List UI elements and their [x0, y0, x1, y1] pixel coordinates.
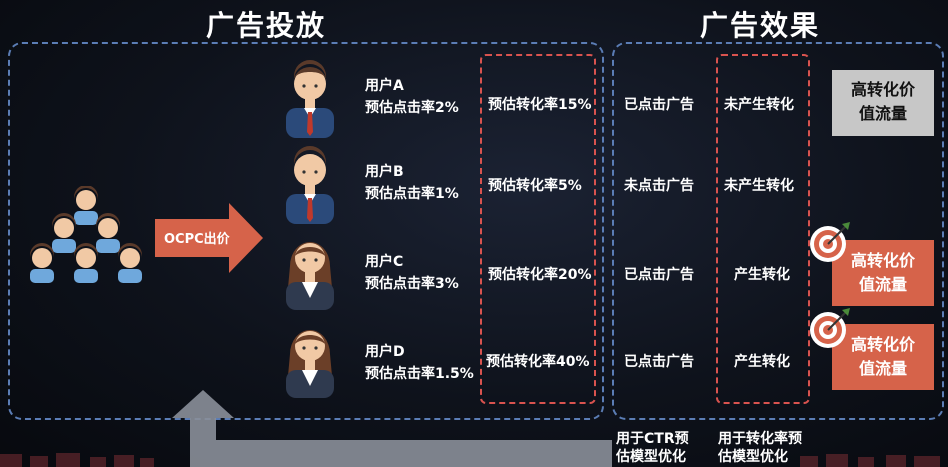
user-a-cvr: 预估转化率15%: [488, 97, 592, 113]
user-c-cvr: 预估转化率20%: [488, 267, 592, 283]
ad-delivery-panel: [8, 42, 604, 420]
user-c-name: 用户C: [365, 254, 404, 270]
high-value-line2: 值流量: [858, 104, 907, 123]
ad-effect-panel: [612, 42, 944, 420]
target-icon: [810, 308, 850, 348]
high-value-line1: 高转化价: [850, 80, 915, 99]
high-value-line2: 值流量: [858, 275, 907, 294]
user-d-click-status: 已点击广告: [624, 354, 694, 370]
feedback-arrow-icon: [172, 390, 612, 467]
user-b-cvr: 预估转化率5%: [488, 178, 582, 194]
ocpc-label: OCPC出价: [164, 232, 230, 247]
user-c-ctr: 预估点击率3%: [365, 276, 459, 292]
crowd-icon: [30, 186, 142, 283]
user-a-ctr: 预估点击率2%: [365, 100, 459, 116]
user-a-conversion-status: 未产生转化: [724, 97, 794, 113]
user-c-click-status: 已点击广告: [624, 267, 694, 283]
user-a-click-status: 已点击广告: [624, 97, 694, 113]
target-icon: [810, 222, 850, 262]
high-value-line1: 高转化价: [850, 335, 915, 354]
user-d-ctr: 预估点击率1.5%: [365, 366, 474, 382]
high-value-line2: 值流量: [858, 359, 907, 378]
bottom-noise-strip: [0, 453, 940, 467]
user-d-conversion-status: 产生转化: [734, 354, 790, 370]
high-value-line1: 高转化价: [850, 251, 915, 270]
user-b-conversion-status: 未产生转化: [724, 178, 794, 194]
female-user-icon: [286, 330, 334, 398]
user-b-click-status: 未点击广告: [624, 178, 694, 194]
ocpc-arrow-icon: [155, 203, 263, 273]
user-c-conversion-status: 产生转化: [734, 267, 790, 283]
high-value-box-user-c: 高转化价 值流量: [832, 240, 934, 306]
user-d-cvr: 预估转化率40%: [486, 354, 590, 370]
high-value-box-user-d: 高转化价 值流量: [832, 324, 934, 390]
user-b-name: 用户B: [365, 164, 404, 180]
high-value-box-gray: 高转化价 值流量: [832, 70, 934, 136]
cvr-column-box: [480, 54, 596, 404]
conversion-column-box: [716, 54, 810, 404]
right-title: 广告效果: [700, 9, 821, 42]
male-user-icon: [286, 60, 334, 138]
ctr-optimization-label: 用于CTR预 估模型优化: [616, 431, 689, 465]
cvr-optimization-label: 用于转化率预 估模型优化: [718, 431, 802, 465]
left-title: 广告投放: [206, 9, 327, 42]
user-a-name: 用户A: [365, 78, 404, 94]
user-b-ctr: 预估点击率1%: [365, 186, 459, 202]
male-user-icon: [286, 146, 334, 224]
user-d-name: 用户D: [365, 344, 405, 360]
female-user-icon: [286, 242, 334, 310]
